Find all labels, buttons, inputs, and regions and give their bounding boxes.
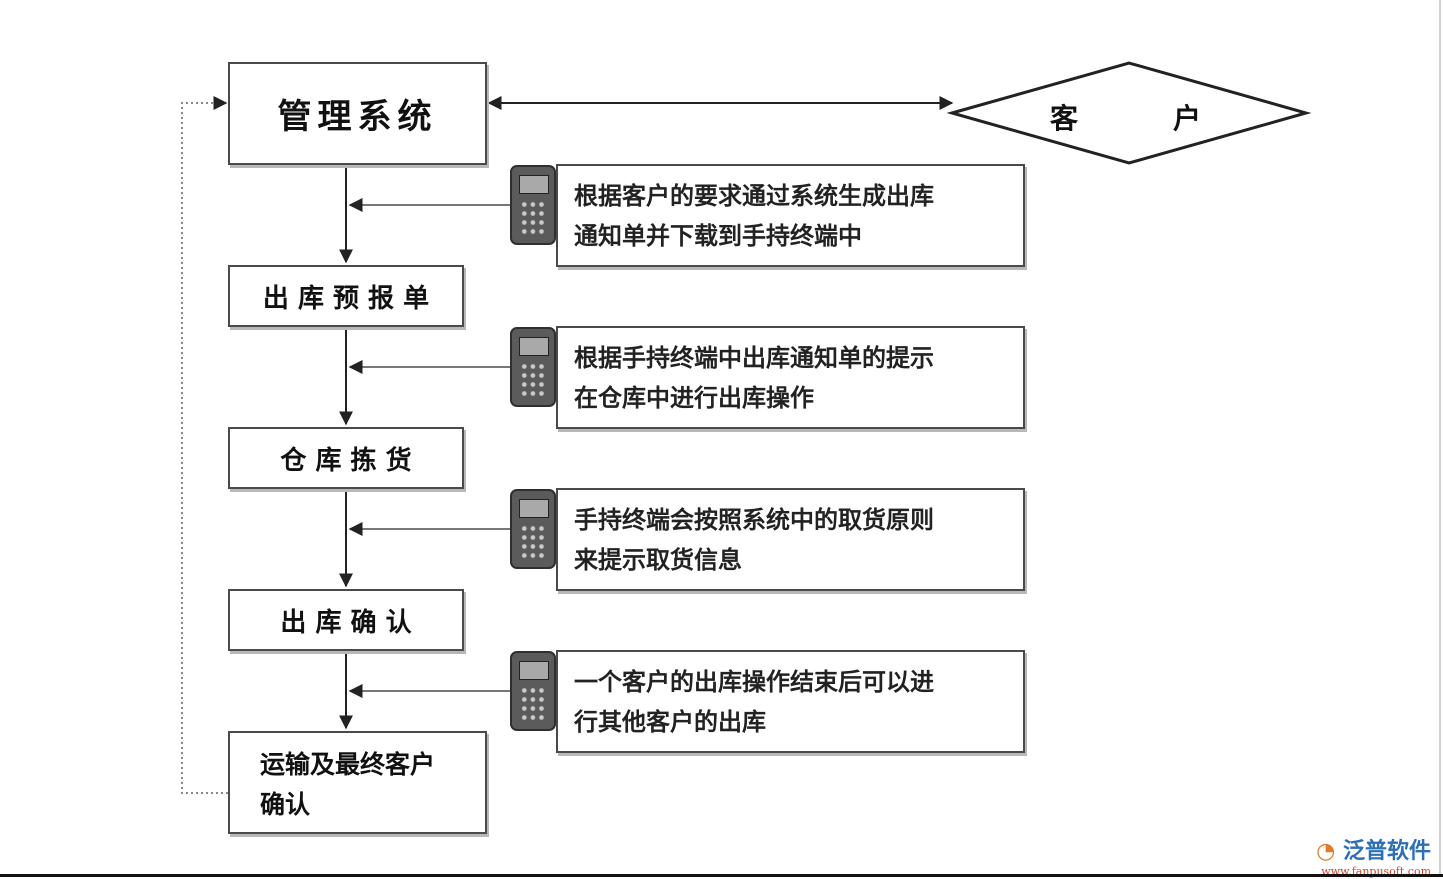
brand-logo-icon: ◔ (1316, 839, 1336, 864)
feedback-loop (181, 96, 228, 794)
note-line: 来提示取货信息 (574, 546, 742, 574)
step-box-outbound-confirm: 出 库 确 认 (228, 589, 464, 651)
note-line: 根据客户的要求通过系统生成出库 (574, 182, 934, 210)
handheld-terminal-icon (510, 651, 556, 731)
handheld-terminal-icon (510, 489, 556, 569)
note-line: 行其他客户的出库 (574, 708, 766, 736)
note-line: 在仓库中进行出库操作 (574, 384, 814, 412)
step-label: 出 库 确 认 (280, 607, 412, 638)
note-box-1: 根据客户的要求通过系统生成出库 通知单并下载到手持终端中 (556, 164, 1025, 267)
step-label: 仓 库 拣 货 (280, 445, 412, 476)
handheld-terminal-icon (510, 327, 556, 407)
brand-name: 泛普软件 (1342, 839, 1431, 864)
customer-label-right: 户 (1173, 102, 1202, 135)
final-step-box: 运输及最终客户 确认 (228, 731, 487, 834)
management-system-label: 管理系统 (277, 97, 438, 137)
customer-label-left: 客 (1050, 102, 1079, 135)
step-box-warehouse-picking: 仓 库 拣 货 (228, 427, 464, 489)
bottom-edge-line (0, 874, 1443, 877)
brand-watermark: ◔ 泛普软件 www.fanpusoft.com (1316, 833, 1431, 878)
customer-diamond (946, 61, 1312, 165)
note-line: 一个客户的出库操作结束后可以进 (574, 668, 934, 696)
right-edge-line (1439, 0, 1441, 874)
note-box-2: 根据手持终端中出库通知单的提示 在仓库中进行出库操作 (556, 326, 1025, 429)
step-box-outbound-prereport: 出 库 预 报 单 (228, 265, 464, 327)
step-label: 出 库 预 报 单 (262, 283, 430, 314)
final-step-line-1: 运输及最终客户 (260, 750, 436, 779)
handheld-terminal-icon (510, 165, 556, 245)
note-box-4: 一个客户的出库操作结束后可以进 行其他客户的出库 (556, 650, 1025, 753)
final-step-line-2: 确认 (260, 790, 311, 819)
management-system-box: 管理系统 (228, 62, 487, 165)
note-box-3: 手持终端会按照系统中的取货原则 来提示取货信息 (556, 488, 1025, 591)
note-line: 通知单并下载到手持终端中 (574, 222, 862, 250)
note-line: 手持终端会按照系统中的取货原则 (574, 506, 934, 534)
note-line: 根据手持终端中出库通知单的提示 (574, 344, 934, 372)
